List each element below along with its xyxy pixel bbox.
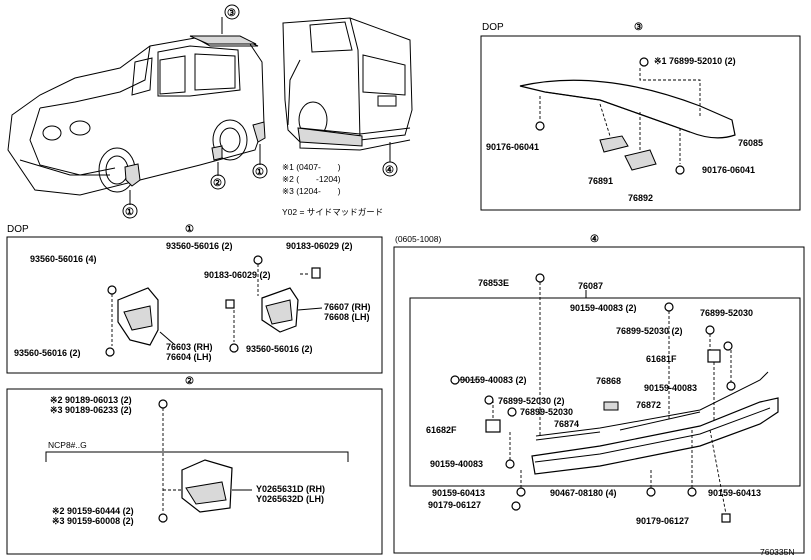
- p1-part-76603: 76603 (RH): [166, 342, 213, 352]
- panel-3: DOP ③ ※1 76899-52010 (2) 90176-06041 760…: [480, 22, 801, 211]
- panel-4-range: (0605-1008): [395, 234, 441, 244]
- p1-part-76604: 76604 (LH): [166, 352, 212, 362]
- callout-1b: ①: [255, 167, 264, 178]
- panel-2-frame: [6, 388, 383, 555]
- y02-legend: Y02 = サイドマッドガード: [282, 207, 383, 217]
- callout-2: ②: [213, 178, 222, 189]
- panel-1-tag: DOP: [7, 224, 29, 235]
- p4-part-90179-06127-a: 90179-06127: [428, 500, 481, 510]
- screw-90176-a: [535, 121, 545, 131]
- panel-1-number: ①: [185, 224, 194, 235]
- p2-part-90159-60444: ※2 90159-60444 (2): [52, 506, 134, 516]
- p2-ncp8g: NCP8#..G: [48, 440, 87, 450]
- callout-2-circle: [210, 174, 226, 190]
- p2-part-90159-60008: ※3 90159-60008 (2): [52, 516, 134, 526]
- p1-part-76608: 76608 (LH): [324, 312, 370, 322]
- p2-part-90189-06013: ※2 90189-06013 (2): [50, 395, 132, 405]
- p4-part-61682f: 61682F: [426, 425, 457, 435]
- p4-part-76874: 76874: [554, 419, 579, 429]
- bracket-76891: [599, 135, 629, 153]
- p1-part-76607: 76607 (RH): [324, 302, 371, 312]
- p4-part-76899-52030-a: 76899-52030: [700, 308, 753, 318]
- panel-4-inner-frame: [409, 297, 801, 487]
- p1-part-93560-c: 93560-56016 (2): [14, 348, 81, 358]
- panel-2-number: ②: [185, 376, 194, 387]
- p4-part-90159-40083-b: 90159-40083 (2): [460, 375, 527, 385]
- p4-part-90467-08180: 90467-08180 (4): [550, 488, 617, 498]
- p1-part-93560-a: 93560-56016 (2): [166, 241, 233, 251]
- p1-part-90183-b: 90183-06029 (2): [204, 270, 271, 280]
- panel-3-frame: [480, 35, 801, 211]
- p4-part-90179-06127-b: 90179-06127: [636, 516, 689, 526]
- panel-3-number: ③: [634, 22, 643, 33]
- p4-part-76899-52030-d: 76899-52030: [520, 407, 573, 417]
- p3-part-90176-a: 90176-06041: [486, 142, 539, 152]
- p3-part-76899: ※1 76899-52010 (2): [654, 56, 736, 66]
- panel-3-tag: DOP: [482, 22, 504, 33]
- clip-76899: [639, 57, 649, 67]
- p2-part-90189-06233: ※3 90189-06233 (2): [50, 405, 132, 415]
- p1-part-93560-d: 93560-56016 (2): [246, 344, 313, 354]
- p4-part-90159-40083-d: 90159-40083: [430, 459, 483, 469]
- note-2: ※2 ( -1204): [282, 174, 341, 184]
- p4-part-90159-40083-c: 90159-40083: [644, 383, 697, 393]
- note-3: ※3 (1204- ): [282, 186, 341, 196]
- p2-part-y0265632d: Y0265632D (LH): [256, 494, 324, 504]
- screw-90176-b: [675, 165, 685, 175]
- p3-part-76085: 76085: [738, 138, 763, 148]
- note-1: ※1 (0407- ): [282, 162, 341, 172]
- panel-1-frame: [6, 236, 383, 374]
- p4-part-61681f: 61681F: [646, 354, 677, 364]
- bracket-76892: [624, 149, 657, 171]
- panel-4-number: ④: [590, 234, 599, 245]
- callout-1a-circle: [122, 203, 138, 219]
- callout-4: ④: [385, 165, 394, 176]
- p4-part-76868: 76868: [596, 376, 621, 386]
- panel-1: DOP ① 93560-56016 (2) 90183-06029 (2) 93…: [6, 224, 383, 374]
- p4-part-90159-60413-b: 90159-60413: [708, 488, 761, 498]
- p4-part-76087: 76087: [578, 281, 603, 291]
- p3-part-76891: 76891: [588, 176, 613, 186]
- callout-1a: ①: [125, 207, 134, 218]
- part-76868: [603, 401, 619, 411]
- p3-part-76892: 76892: [628, 193, 653, 203]
- spoiler-76085: [519, 79, 736, 139]
- p4-part-76899-52030-b: 76899-52030 (2): [616, 326, 683, 336]
- p3-part-90176-b: 90176-06041: [702, 165, 755, 175]
- callout-1b-circle: [252, 163, 268, 179]
- p4-part-90159-60413-a: 90159-60413: [432, 488, 485, 498]
- car-rear-illustration: [282, 17, 413, 162]
- callout-4-circle: [382, 161, 398, 177]
- p2-part-y0265631d: Y0265631D (RH): [256, 484, 325, 494]
- car-front-illustration: [7, 17, 266, 205]
- bracket-61681f: [707, 349, 721, 363]
- p4-part-76899-52030-c: 76899-52030 (2): [498, 396, 565, 406]
- panel-2: ② ※2 90189-06013 (2) ※3 90189-06233 (2) …: [6, 376, 383, 555]
- footer-code: 760335N: [760, 547, 795, 557]
- p1-part-90183-a: 90183-06029 (2): [286, 241, 353, 251]
- callout-3-circle: [224, 4, 240, 20]
- p4-part-76853e: 76853E: [478, 278, 509, 288]
- panel-4-frame: [393, 246, 805, 554]
- p4-part-76872: 76872: [636, 400, 661, 410]
- bracket-61682f: [485, 419, 501, 433]
- callout-3: ③: [227, 8, 236, 19]
- p4-part-90159-40083-a: 90159-40083 (2): [570, 303, 637, 313]
- overview-callouts: ③ ① ② ① ④: [122, 4, 398, 219]
- p1-part-93560-b: 93560-56016 (4): [30, 254, 97, 264]
- panel-4: (0605-1008) ④: [393, 234, 805, 554]
